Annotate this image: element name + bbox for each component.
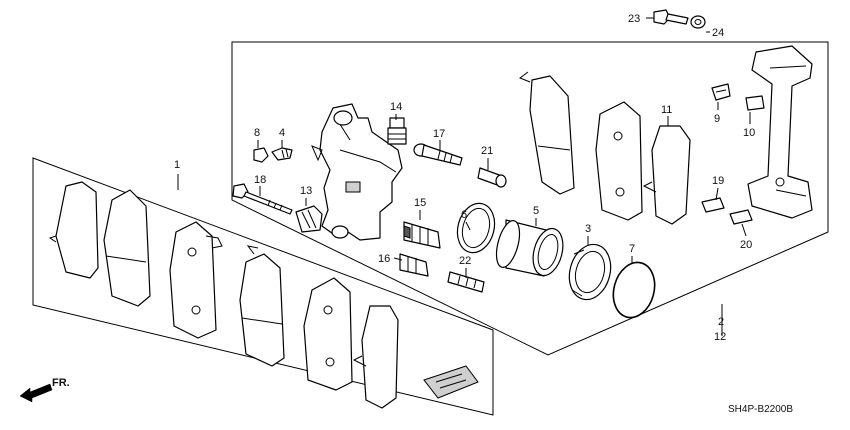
shim-lower-1	[48, 181, 99, 279]
dust-seal	[568, 243, 612, 301]
callout-15: 15	[414, 197, 426, 209]
pad-lower-4	[303, 277, 353, 391]
pad-clip-20	[729, 209, 753, 225]
boot-13	[295, 205, 323, 233]
set-ring	[612, 261, 656, 319]
caliper-body	[311, 103, 403, 241]
pad-clip-19	[701, 197, 725, 213]
callout-11: 11	[661, 104, 672, 116]
pad-clip-10	[745, 95, 765, 111]
callout-8: 8	[254, 127, 260, 139]
boot-15	[403, 221, 441, 249]
guide-pin-21	[477, 167, 507, 188]
pad-outer-upper	[595, 101, 643, 221]
bleeder-screw	[387, 117, 407, 145]
callout-19: 19	[712, 175, 724, 187]
callout-23: 23	[628, 13, 640, 25]
piston-seal	[456, 202, 496, 254]
callout-20: 20	[740, 239, 752, 251]
callout-3: 3	[585, 223, 591, 235]
grease-packet	[423, 365, 479, 399]
pad-clip-9	[711, 83, 731, 101]
pin-22	[447, 271, 485, 293]
callout-14: 14	[390, 101, 402, 113]
pad-set-outline	[32, 157, 494, 416]
pad-lower-3	[239, 245, 285, 367]
callout-21: 21	[481, 145, 493, 157]
guide-pin-17	[413, 143, 463, 166]
pad-inner-upper	[518, 71, 575, 195]
callout-7: 7	[629, 243, 635, 255]
bracket-bolt	[653, 9, 689, 25]
callout-16: 16	[378, 253, 390, 265]
washer	[690, 15, 706, 29]
callout-2: 2	[718, 316, 724, 328]
callout-22: 22	[459, 255, 471, 267]
callout-18: 18	[254, 174, 266, 186]
shim-11	[642, 125, 691, 225]
callout-17: 17	[433, 128, 445, 140]
callout-5: 5	[533, 205, 539, 217]
pad-lower-1	[103, 189, 151, 307]
pad-lower-2	[169, 221, 223, 339]
boot-16	[399, 253, 429, 277]
diagram-code: SH4P-B2200B	[728, 404, 793, 415]
callout-9: 9	[714, 113, 720, 125]
callout-10: 10	[743, 127, 755, 139]
callout-12: 12	[714, 331, 726, 343]
callout-4: 4	[279, 127, 285, 139]
callout-1: 1	[174, 159, 180, 171]
front-direction-arrow-icon	[19, 383, 53, 403]
front-label: FR.	[52, 377, 70, 389]
leader-lines	[177, 17, 751, 336]
caliper-piston	[495, 219, 564, 277]
shim-lower-2	[352, 305, 399, 409]
bleeder-cap	[253, 147, 269, 163]
callout-24: 24	[712, 27, 724, 39]
caliper-assembly-outline	[231, 41, 829, 356]
screw-4	[271, 147, 293, 161]
callout-6: 6	[461, 209, 467, 221]
caliper-bracket	[747, 45, 813, 219]
guide-bolt-18	[232, 183, 293, 215]
callout-13: 13	[300, 185, 312, 197]
